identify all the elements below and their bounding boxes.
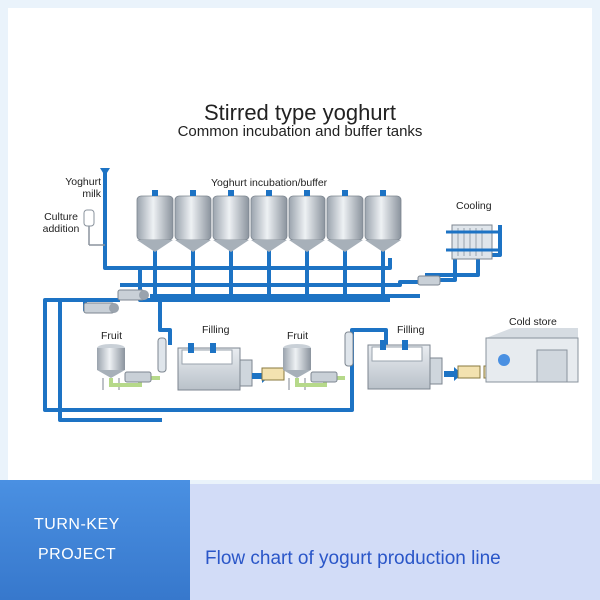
pump-2 [117, 289, 149, 301]
label-cooling: Cooling [456, 200, 492, 212]
turnkey-banner [0, 480, 190, 600]
label-culture-line2: addition [42, 223, 80, 235]
tank [288, 190, 326, 252]
label-cold-store: Cold store [509, 316, 557, 328]
label-yoghurt-milk: Yoghurt milk [61, 176, 101, 200]
banner-line-1: TURN-KEY [34, 516, 120, 533]
culture-dosing-unit [83, 209, 105, 246]
fruit-tank-2 [283, 344, 311, 390]
tank [212, 190, 250, 252]
return-pipe [58, 300, 162, 422]
label-fruit-2: Fruit [287, 330, 308, 342]
packaged-cups-1 [261, 367, 285, 381]
inlet-pipe [103, 172, 392, 270]
label-fruit-1: Fruit [101, 330, 122, 342]
tank [174, 190, 212, 252]
banner-line-2: PROJECT [38, 546, 117, 563]
filling-machine-1 [177, 343, 253, 391]
label-yoghurt-milk-line1: Yoghurt [65, 176, 101, 188]
label-incubation: Yoghurt incubation/buffer [211, 177, 328, 189]
incubation-tanks [136, 190, 402, 252]
label-filling-1: Filling [202, 324, 230, 336]
label-culture-line1: Culture [44, 211, 78, 223]
label-yoghurt-milk-line2: milk [82, 188, 101, 200]
label-filling-2: Filling [397, 324, 425, 336]
banner-caption: Flow chart of yogurt production line [205, 548, 501, 569]
filling-machine-2 [367, 340, 443, 390]
tank [364, 190, 402, 252]
pump-1 [83, 302, 119, 314]
tank [250, 190, 288, 252]
cold-store [485, 328, 579, 383]
fruit-tank-1 [97, 344, 125, 390]
diagram-title: Stirred type yoghurt [204, 100, 396, 125]
tank [326, 190, 364, 252]
milk-inlet-arrow-icon [100, 168, 110, 176]
process-diagram [43, 168, 579, 422]
cooler-return [425, 258, 480, 277]
tank [136, 190, 174, 252]
tank-drop-pipes [153, 248, 385, 300]
fruit-pump-2 [310, 371, 338, 383]
manifold-pipe-2 [120, 280, 425, 287]
plate-cooler [446, 224, 498, 260]
caption-banner [180, 484, 600, 600]
filling1-feed [158, 300, 172, 345]
diagram-subtitle: Common incubation and buffer tanks [177, 123, 423, 140]
fruit-pump-1 [124, 371, 152, 383]
mixer-1 [157, 337, 167, 373]
pump-3 [417, 275, 441, 286]
mixer-2 [344, 331, 354, 367]
label-culture-addition: Culture addition [38, 211, 84, 235]
